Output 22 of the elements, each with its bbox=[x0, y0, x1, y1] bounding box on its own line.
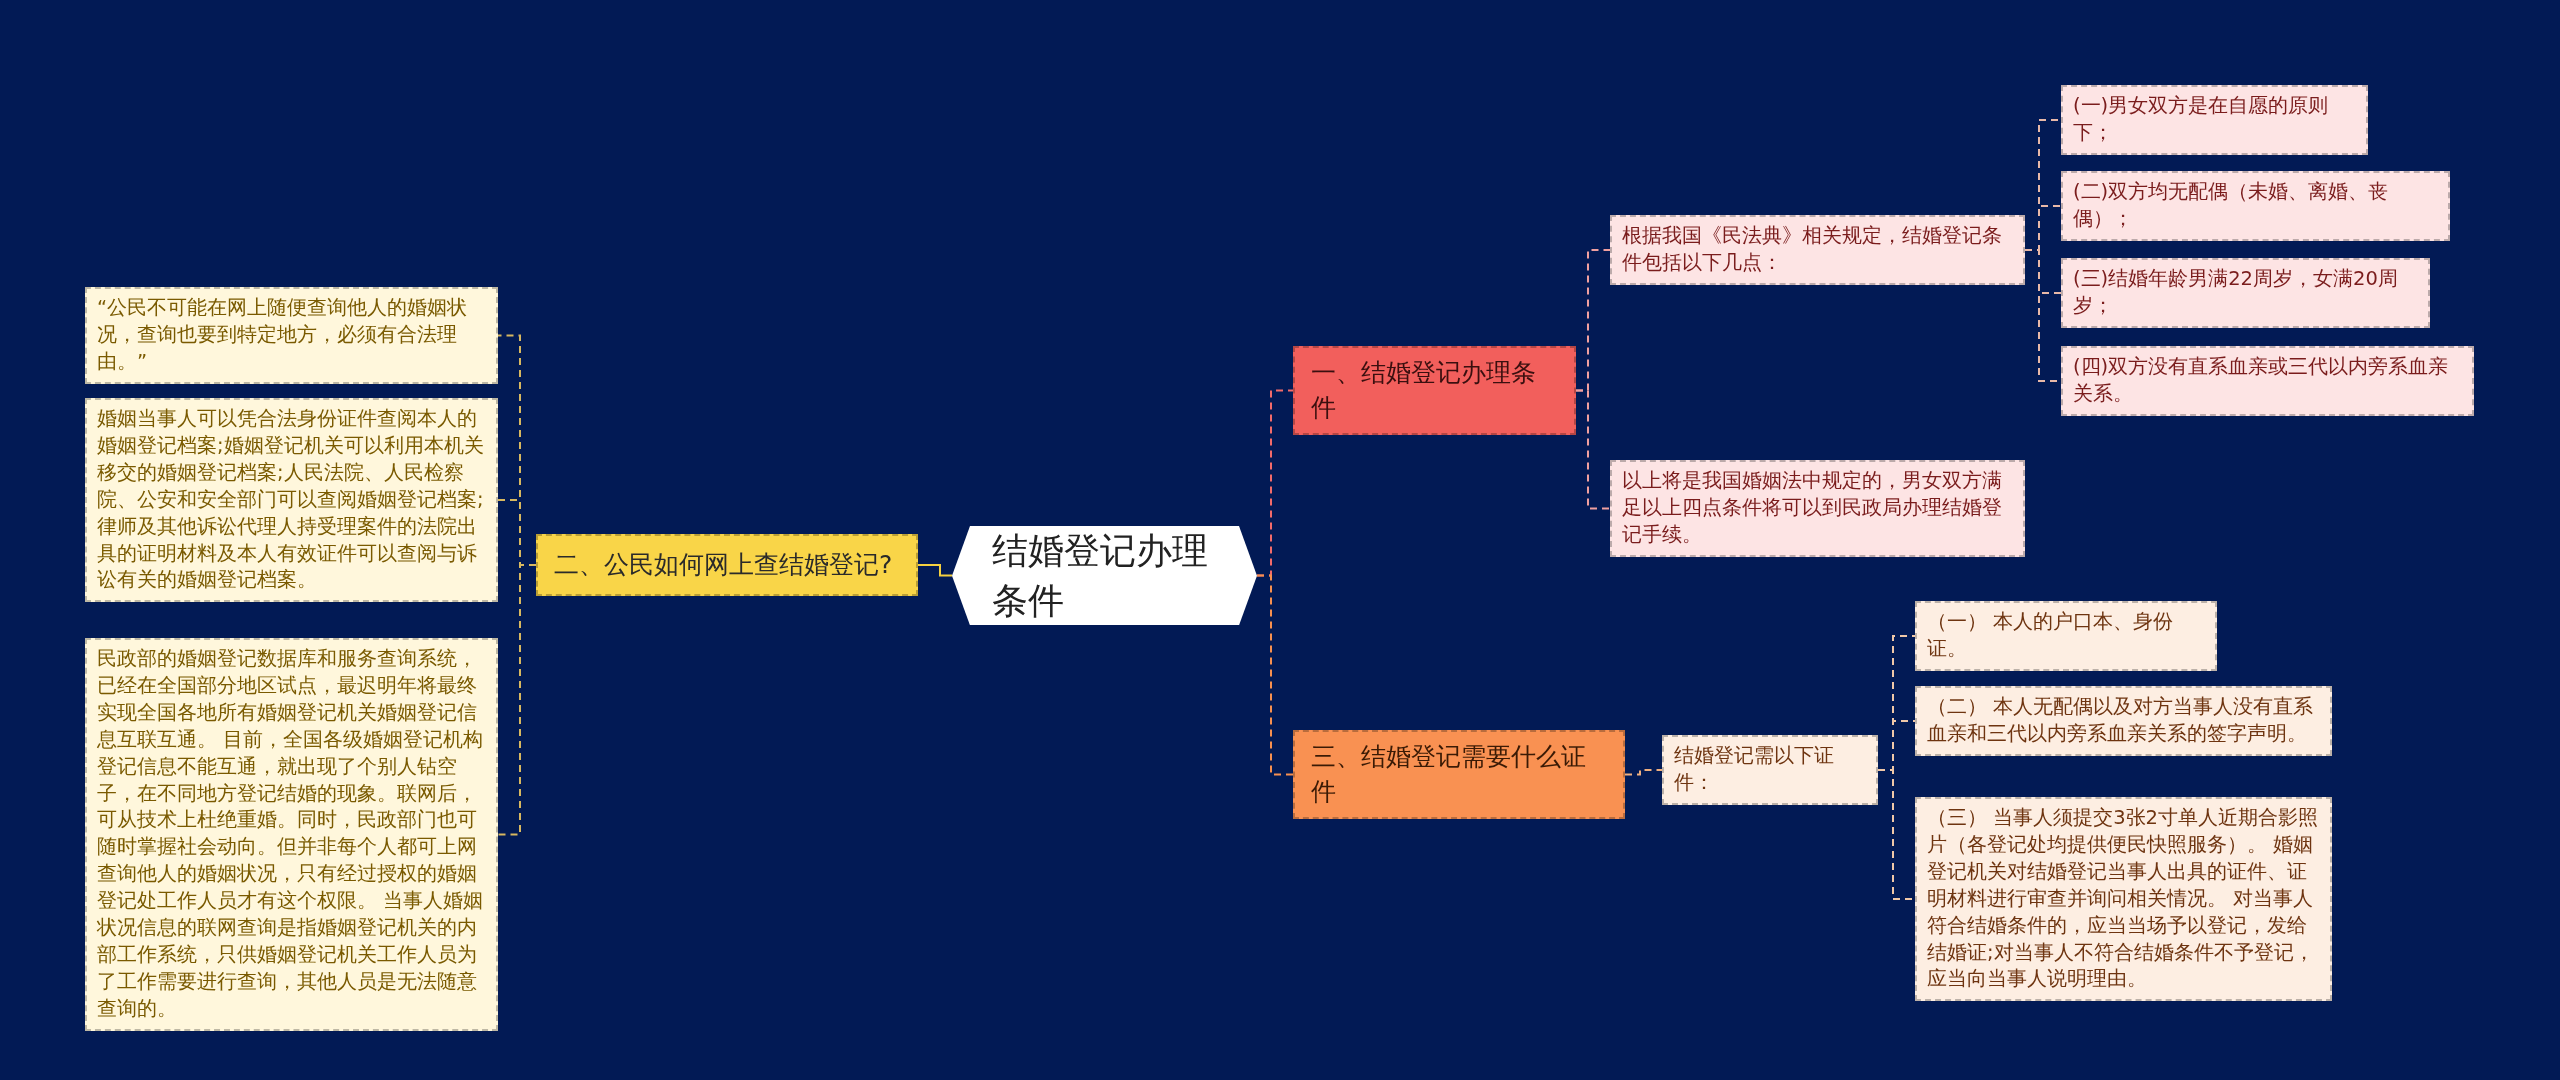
topic-box: 一、结婚登记办理条件 bbox=[1293, 346, 1576, 435]
topic-box: 二、公民如何网上查结婚登记? bbox=[536, 534, 918, 596]
note-box: 结婚登记需以下证件： bbox=[1662, 735, 1878, 805]
note-box: (一)男女双方是在自愿的原则下； bbox=[2061, 85, 2368, 155]
note-box: (二)双方均无配偶（未婚、离婚、丧偶）； bbox=[2061, 171, 2450, 241]
connector-line bbox=[917, 564, 953, 577]
note-box: （二） 本人无配偶以及对方当事人没有直系血亲和三代以内旁系血亲关系的签字声明。 bbox=[1915, 686, 2332, 756]
root-hexagon: 结婚登记办理条件 bbox=[952, 526, 1257, 626]
note-box: (四)双方没有直系血亲或三代以内旁系血亲关系。 bbox=[2061, 346, 2474, 416]
note-box: 民政部的婚姻登记数据库和服务查询系统，已经在全国部分地区试点，最迟明年将最终实现全国各地所有婚姻登记机关婚姻登记信息互联互通。 目前，全国各级婚姻登记机构登记信息不能互通，就出现了个别人钻空子，在不同地方登记结婚的现象。联网后，可从技术上杜绝重婚。同时，民政部门也可随时掌握社会动向。但并非每个人都可上网查询他人的婚姻状况，只有经过授权的婚姻登记处工作人员才有这个权限。 当事人婚姻状况信息的联网查询是指婚姻登记机关的内部工作系统，只供婚姻登记机关工作人员为了工作需要进行查询，其他人员是无法随意查询的。 bbox=[85, 638, 498, 1031]
connector-line bbox=[497, 564, 537, 836]
note-box: （三） 当事人须提交3张2寸单人近期合影照片（各登记处均提供便民快照服务）。 婚姻登记机关对结婚登记当事人出具的证件、证明材料进行审查并询问相关情况。 对当事人符合结婚条件的，应当当场予以登记，发给结婚证;对当事人不符合结婚条件不予登记，应当向当事人说明理由。 bbox=[1915, 797, 2332, 1002]
topic-box: 三、结婚登记需要什么证件 bbox=[1293, 730, 1625, 819]
connector-line bbox=[1624, 769, 1663, 776]
note-box: 婚姻当事人可以凭合法身份证件查阅本人的婚姻登记档案;婚姻登记机关可以利用本机关移交的婚姻登记档案;人民法院、人民检察院、公安和安全部门可以查阅婚姻登记档案;律师及其他诉讼代理人持受理案件的法院出具的证明材料及本人有效证件可以查阅与诉讼有关的婚姻登记档案。 bbox=[85, 398, 498, 603]
connector-line bbox=[1256, 574, 1294, 776]
note-box: （一） 本人的户口本、身份证。 bbox=[1915, 601, 2217, 671]
connector-line bbox=[1575, 389, 1611, 510]
note-box: 以上将是我国婚姻法中规定的，男女双方满足以上四点条件将可以到民政局办理结婚登记手续。 bbox=[1610, 460, 2025, 557]
note-box: (三)结婚年龄男满22周岁，女满20周岁； bbox=[2061, 258, 2430, 328]
note-box: “公民不可能在网上随便查询他人的婚姻状况，查询也要到特定地方，必须有合法理由。” bbox=[85, 287, 498, 384]
note-box: 根据我国《民法典》相关规定，结婚登记条件包括以下几点： bbox=[1610, 215, 2025, 285]
